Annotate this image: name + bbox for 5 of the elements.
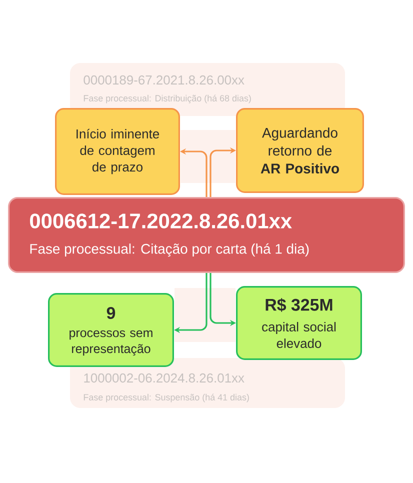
metric-box: R$ 325M capital social elevado: [236, 286, 362, 360]
case-banner: 0006612-17.2022.8.26.01xx Fase processual: Citação por carta (há 1 dia): [8, 197, 405, 273]
metric-box: 9 processos sem representação: [48, 293, 174, 367]
status-box: Aguardando retorno de AR Positivo: [236, 108, 364, 193]
status-box: Início iminente de contagem de prazo: [55, 108, 180, 195]
